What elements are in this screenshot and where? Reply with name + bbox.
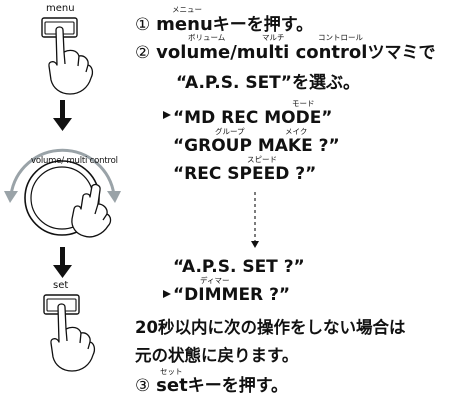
- step-2-ruby-multi: マルチ: [262, 33, 285, 42]
- step-3: ③ setキーを押す。: [135, 377, 288, 395]
- step-2-key: volume/multi control: [156, 42, 368, 63]
- step-1-key: menu: [156, 14, 213, 35]
- set-key-label: set: [53, 280, 69, 291]
- menu-item-rec-speed: “REC SPEED ?”: [173, 164, 317, 184]
- note-line-2: 元の状態に戻ります。: [135, 346, 299, 365]
- step-2: ② volume/multi controlツマミで: [135, 44, 435, 62]
- step-2-ruby-control: コントロール: [318, 33, 363, 42]
- step-1: ① menuキーを押す。: [135, 16, 313, 34]
- hand-press-icon: [48, 26, 94, 95]
- menu-item-ruby: スピード: [247, 155, 277, 164]
- dial-label: volume/ multi control: [31, 156, 118, 166]
- menu-item-group-make: “GROUP MAKE ?”: [173, 136, 340, 156]
- step-1-number: ①: [135, 15, 151, 35]
- rotate-arrow-icon: [4, 148, 121, 203]
- note-line-1: 20秒以内に次の操作をしない場合は: [135, 318, 406, 337]
- hand-press-icon: [50, 303, 96, 372]
- step-2-line2: “A.P.S. SET”を選ぶ。: [176, 73, 360, 93]
- step-3-number: ③: [135, 376, 151, 396]
- step-2-number: ②: [135, 43, 151, 63]
- step-3-ruby: セット: [160, 367, 183, 376]
- hand-turn-icon: [71, 183, 112, 238]
- menu-item-ruby: ディマー: [200, 276, 230, 285]
- menu-item-aps-set: “A.P.S. SET ?”: [173, 257, 305, 277]
- menu-item-md-rec-mode: “MD REC MODE”: [173, 108, 333, 128]
- step-3-key: set: [156, 375, 188, 396]
- menu-item-dimmer: “DIMMER ?”: [173, 285, 291, 305]
- down-arrow-icon: [53, 100, 72, 131]
- menu-item-ruby: モード: [292, 99, 315, 108]
- menu-key-label: menu: [46, 3, 75, 14]
- menu-item-ruby: メイク: [285, 127, 308, 136]
- step-2-ruby-volume: ボリューム: [188, 33, 226, 42]
- down-arrow-icon: [53, 247, 72, 278]
- step-2-text: ツマミで: [367, 43, 436, 63]
- step-3-text: キーを押す。: [187, 376, 289, 396]
- menu-item-ruby: グループ: [215, 127, 245, 136]
- step-1-text: キーを押す。: [212, 15, 314, 35]
- step-1-ruby: メニュー: [172, 5, 202, 14]
- operation-diagram: [4, 17, 121, 372]
